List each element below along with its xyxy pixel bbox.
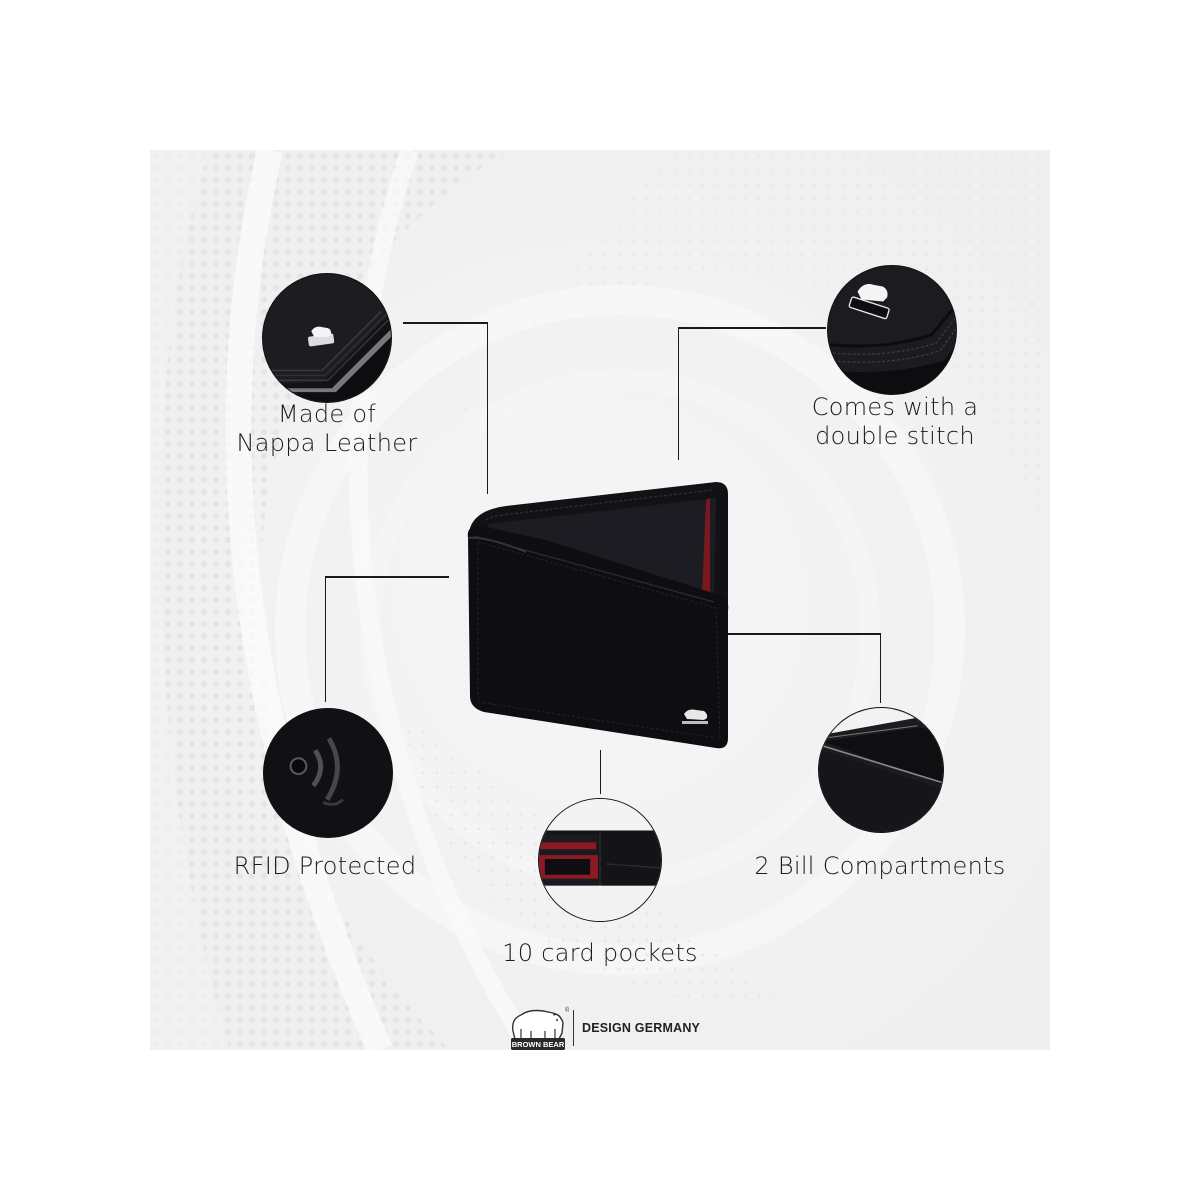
feature-caption-rfid: RFID Protected xyxy=(233,852,417,880)
feature-caption-leather: Made of Nappa Leather xyxy=(236,400,418,457)
connector-rfid-v xyxy=(324,576,326,702)
connector-leather-v xyxy=(486,322,488,494)
connector-bill-h xyxy=(727,633,881,635)
svg-text:BROWN BEAR: BROWN BEAR xyxy=(512,1040,565,1049)
feature-caption-bill: 2 Bill Compartments xyxy=(754,852,1006,880)
brand-logo: BROWN BEAR ® DESIGN GERMANY xyxy=(507,1000,700,1056)
wallet-product-image xyxy=(467,482,729,749)
bear-logo-icon xyxy=(682,709,708,724)
bear-badge-icon xyxy=(307,326,335,347)
connector-rfid-h xyxy=(325,576,449,578)
leather-closeup-image xyxy=(262,273,392,403)
brand-tagline: DESIGN GERMANY xyxy=(582,1021,701,1035)
connector-stitch-v xyxy=(677,327,679,460)
feature-caption-cards: 10 card pockets xyxy=(502,939,698,967)
stitch-closeup-image xyxy=(827,265,957,395)
bear-badge-icon xyxy=(848,284,890,320)
rfid-closeup-image xyxy=(263,708,393,838)
connector-leather-h xyxy=(403,322,488,324)
connector-bill-v xyxy=(879,633,881,703)
svg-text:®: ® xyxy=(565,1006,569,1014)
card-pockets-closeup-image xyxy=(538,798,662,922)
bill-compartment-closeup-image xyxy=(818,707,944,833)
feature-caption-stitch: Comes with a double stitch xyxy=(811,393,979,450)
brown-bear-logo-icon: BROWN BEAR ® xyxy=(511,1006,569,1050)
connector-stitch-h xyxy=(678,327,826,329)
connector-cards-v xyxy=(599,750,601,794)
brand-divider xyxy=(573,1010,574,1046)
